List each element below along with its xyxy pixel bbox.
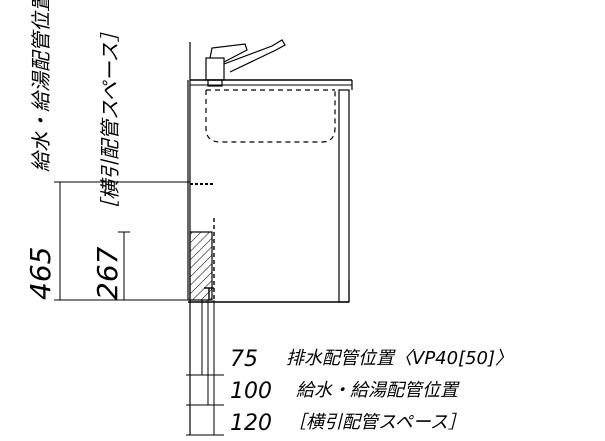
bottom-label-75-text: 排水配管位置〈VP40[50]〉 — [286, 348, 513, 369]
bottom-label-100: 100 給水・給湯配管位置 — [230, 379, 460, 404]
bottom-label-120: 120 ［横引配管スペース］ — [230, 411, 466, 436]
sink-bowl — [205, 89, 336, 143]
cabinet — [187, 42, 353, 435]
bottom-dimension-lines — [186, 300, 224, 436]
drain-pipe — [204, 218, 215, 300]
left-dimension-lines — [54, 181, 190, 301]
bottom-label-75-value: 75 — [230, 347, 258, 372]
piping-space-hatch — [189, 231, 213, 301]
bottom-label-120-text: ［横引配管スペース］ — [288, 412, 466, 433]
bottom-label-120-value: 120 — [230, 411, 272, 436]
dim-465-value: 465 — [24, 247, 57, 300]
dim-465-group: 465 給水・給湯配管位置 — [24, 0, 57, 300]
bottom-label-75: 75 排水配管位置〈VP40[50]〉 — [230, 347, 513, 372]
dim-267-value: 267 — [91, 246, 124, 300]
bottom-label-100-text: 給水・給湯配管位置 — [296, 380, 460, 401]
faucet-icon — [205, 39, 286, 87]
dim-267-group: 267 ［横引配管スペース］ — [91, 22, 124, 300]
dim-465-text: 給水・給湯配管位置 — [29, 0, 53, 172]
bottom-label-100-value: 100 — [230, 379, 272, 404]
dim-267-text: ［横引配管スペース］ — [98, 22, 122, 220]
